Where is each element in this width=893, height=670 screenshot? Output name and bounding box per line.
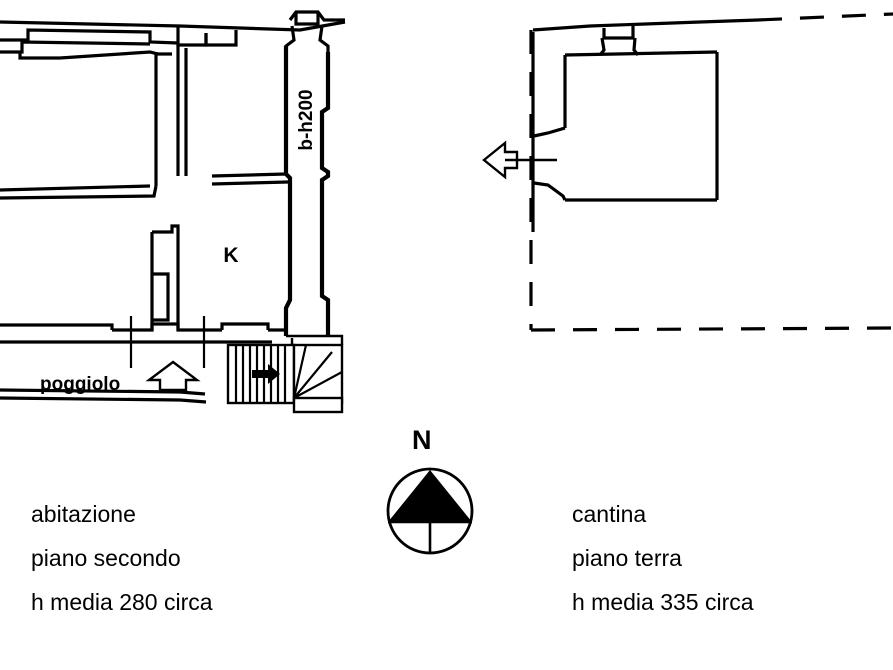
legend-left-line-2: piano secondo [31,545,181,571]
left-plan-top-wall [0,20,346,54]
door-opening-marks [129,316,206,368]
legend-right-line-1: cantina [572,501,647,527]
left-plan-lower-wall [0,322,286,344]
right-plan-group [482,12,893,332]
dimension-label-b-h200: b-h200 [296,89,317,150]
legend-right: cantina piano terra h media 335 circa [572,492,754,624]
chimney-flue-left-plan [284,10,345,52]
compass-rose [386,467,474,555]
legend-left-line-1: abitazione [31,501,136,527]
legend-right-line-2: piano terra [572,545,682,571]
left-plan-group: b-h200 K [0,10,346,414]
property-boundary-solid [532,18,759,32]
cantina-walls [531,32,719,232]
balcony-wall [0,388,207,404]
left-plan-right-wall [283,46,331,336]
legend-left-line-3: h media 280 circa [31,589,213,615]
chimney-flue-right-plan [598,26,640,56]
compass-north-label: N [412,425,432,455]
left-plan-partition-wall [150,224,180,330]
room-label-kitchen: K [223,244,238,267]
left-plan-upper-right-room [176,30,289,186]
stair-direction-arrow-icon [252,364,280,384]
compass-needle-north-icon [388,470,472,522]
legend-left: abitazione piano secondo h media 280 cir… [31,492,213,624]
staircase [226,334,344,414]
legend-right-line-3: h media 335 circa [572,589,754,615]
left-plan-upper-left-room [0,50,172,200]
balcony-arrow-up-icon [145,360,201,392]
balcony-label: poggiolo [40,374,120,395]
property-boundary-dashed [529,12,893,332]
